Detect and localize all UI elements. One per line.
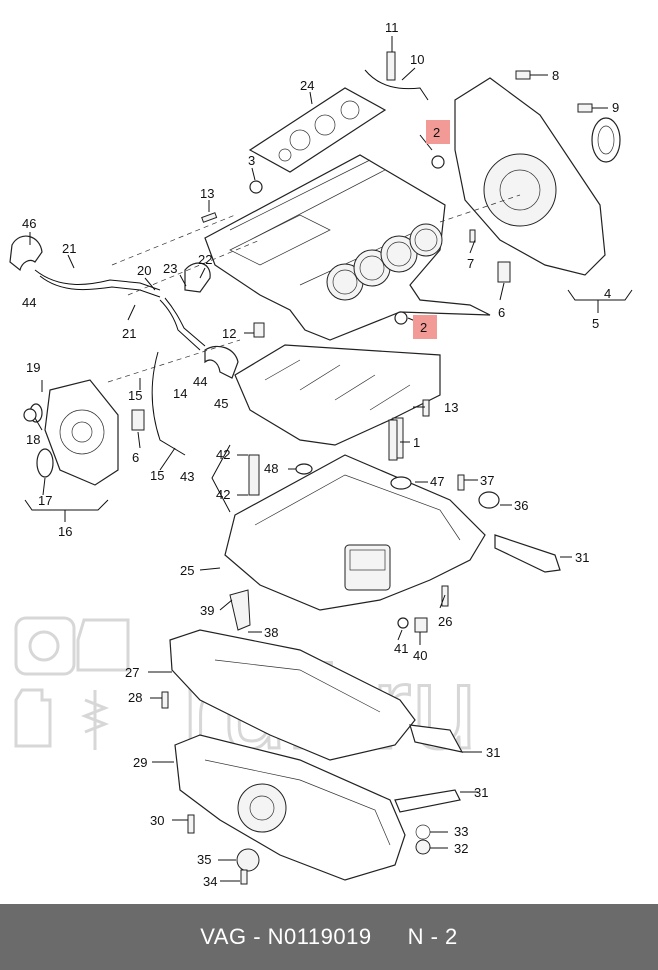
- lower-oil-pan: [174, 734, 461, 881]
- callout-48: 48: [264, 461, 278, 476]
- footer-ref-label: N - 2: [407, 924, 458, 949]
- callout-labels: 11 10 8 9 24 2 3 13 46 21 22 20 23 44 21…: [22, 20, 619, 889]
- callout-1: 1: [413, 435, 420, 450]
- callout-5: 5: [592, 316, 599, 331]
- bearing-bridge: [234, 344, 441, 459]
- callout-35: 35: [197, 852, 211, 867]
- callout-20: 20: [137, 263, 151, 278]
- callout-2-top: 2: [433, 125, 440, 140]
- callout-41: 41: [394, 641, 408, 656]
- leader-lines: [29, 36, 608, 882]
- callout-26: 26: [438, 614, 452, 629]
- highlight-box-2-top: [426, 120, 450, 144]
- callout-6-left: 6: [132, 450, 139, 465]
- callout-14: 14: [173, 386, 187, 401]
- callout-8: 8: [552, 68, 559, 83]
- callout-38: 38: [264, 625, 278, 640]
- callout-28: 28: [128, 690, 142, 705]
- gasket-24: [248, 87, 387, 173]
- exploded-parts-diagram: ruli.ru: [9, 20, 633, 889]
- callout-31-top: 31: [575, 550, 589, 565]
- callout-44-left: 44: [22, 295, 36, 310]
- callout-47: 47: [430, 474, 444, 489]
- upper-oil-pan: [224, 454, 561, 611]
- part-number-footer: VAG - N0119019 N - 2: [0, 904, 658, 970]
- callout-15-bottom: 15: [150, 468, 164, 483]
- callout-3: 3: [248, 153, 255, 168]
- callout-23: 23: [163, 261, 177, 276]
- callout-11: 11: [385, 20, 399, 35]
- footer-brand: VAG: [200, 924, 247, 949]
- callout-42-bottom: 42: [216, 487, 230, 502]
- callout-37: 37: [480, 473, 494, 488]
- callout-33: 33: [454, 824, 468, 839]
- callout-36: 36: [514, 498, 528, 513]
- callout-29: 29: [133, 755, 147, 770]
- callout-10: 10: [410, 52, 424, 67]
- callout-22: 22: [198, 252, 212, 267]
- callout-40: 40: [413, 648, 427, 663]
- watermark-icons: [14, 616, 130, 750]
- callout-31-bottom: 31: [474, 785, 488, 800]
- breather-hoses: [9, 235, 239, 456]
- callout-17: 17: [38, 493, 52, 508]
- callout-9: 9: [612, 100, 619, 115]
- front-cover-16: [29, 379, 119, 486]
- callout-18: 18: [26, 432, 40, 447]
- callout-25: 25: [180, 563, 194, 578]
- callout-30: 30: [150, 813, 164, 828]
- footer-separator: -: [253, 924, 262, 949]
- callout-45: 45: [214, 396, 228, 411]
- footer-part-number: N0119019: [267, 924, 372, 949]
- callout-34: 34: [203, 874, 217, 889]
- callout-12: 12: [222, 326, 236, 341]
- rear-cover-plate: [454, 77, 621, 276]
- callout-32: 32: [454, 841, 468, 856]
- callout-21-top: 21: [62, 241, 76, 256]
- callout-39: 39: [200, 603, 214, 618]
- callout-2-bottom: 2: [420, 320, 427, 335]
- callout-31-mid: 31: [486, 745, 500, 760]
- callout-24: 24: [300, 78, 314, 93]
- callout-46: 46: [22, 216, 36, 231]
- callout-27: 27: [125, 665, 139, 680]
- engine-block: [204, 154, 491, 341]
- callout-13-mid: 13: [444, 400, 458, 415]
- callout-44-mid: 44: [193, 374, 207, 389]
- small-parts: [23, 51, 593, 885]
- callout-42-top: 42: [216, 447, 230, 462]
- callout-43: 43: [180, 469, 194, 484]
- callout-13-top: 13: [200, 186, 214, 201]
- group-brackets: [24, 289, 633, 522]
- callout-19: 19: [26, 360, 40, 375]
- callout-15-top: 15: [128, 388, 142, 403]
- oil-baffle-27: [169, 589, 464, 761]
- callout-21-bottom: 21: [122, 326, 136, 341]
- callout-7: 7: [467, 256, 474, 271]
- callout-6-right: 6: [498, 305, 505, 320]
- highlight-box-2-bottom: [413, 315, 437, 339]
- reference-dashes: [107, 194, 521, 383]
- callout-4: 4: [604, 286, 611, 301]
- callout-16: 16: [58, 524, 72, 539]
